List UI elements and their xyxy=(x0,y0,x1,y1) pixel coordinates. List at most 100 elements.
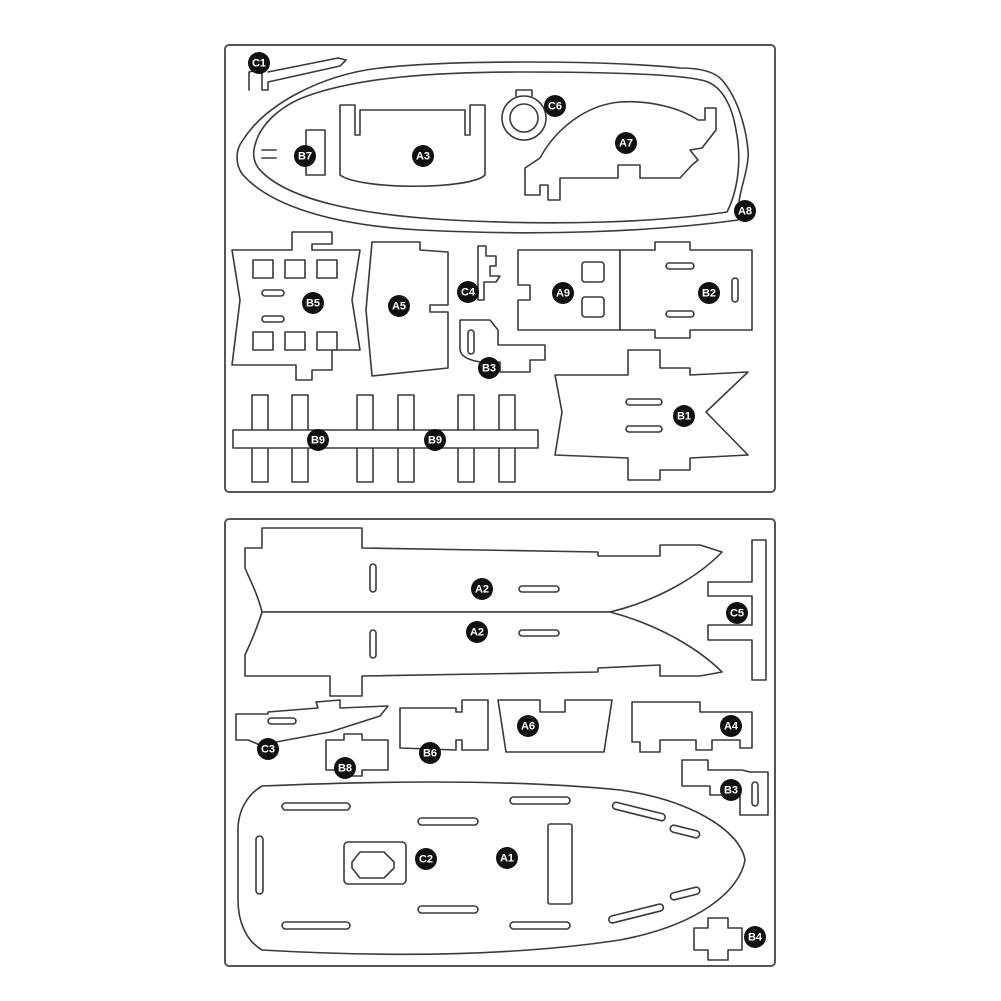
part-c6-inner xyxy=(509,103,539,133)
label-badge: B9 xyxy=(307,429,329,451)
label-badge: A7 xyxy=(615,132,637,154)
label-badge-circle xyxy=(734,200,756,222)
a1-slot xyxy=(255,835,264,895)
label-badge: B8 xyxy=(334,757,356,779)
label-badge-text: C5 xyxy=(730,608,744,620)
b3-slot xyxy=(751,781,759,807)
label-badge-text: B5 xyxy=(306,298,320,310)
part-a3 xyxy=(339,104,486,187)
label-badge-text: B9 xyxy=(428,435,442,447)
label-badge: A1 xyxy=(496,847,518,869)
a1-slot xyxy=(611,801,666,822)
label-badge: A2 xyxy=(466,621,488,643)
a9-window xyxy=(581,261,605,283)
label-badge-circle xyxy=(720,715,742,737)
label-badge: A5 xyxy=(388,295,410,317)
label-badge: A2 xyxy=(471,578,493,600)
part-b3-top xyxy=(459,319,546,373)
part-b9-right xyxy=(332,394,539,483)
label-badge-text: A1 xyxy=(500,853,514,865)
label-badge-text: A7 xyxy=(619,138,633,150)
b2-slot xyxy=(665,262,695,270)
b2-slot xyxy=(665,310,695,318)
label-badge-text: B8 xyxy=(338,763,352,775)
a1-slot xyxy=(669,824,701,839)
label-badge: C2 xyxy=(415,848,437,870)
a1-slot xyxy=(608,903,665,924)
c3-slot xyxy=(267,717,297,725)
b5-window xyxy=(252,331,274,351)
label-badge-circle xyxy=(726,602,748,624)
b5-window xyxy=(284,259,306,279)
label-badge: B6 xyxy=(419,742,441,764)
label-badge: A4 xyxy=(720,715,742,737)
label-badge-circle xyxy=(257,738,279,760)
label-badge-circle xyxy=(673,405,695,427)
label-badge: B4 xyxy=(744,926,766,948)
label-badge-text: B1 xyxy=(677,411,691,423)
a1-slot xyxy=(417,817,479,826)
a9-window xyxy=(581,296,605,318)
label-badge-circle xyxy=(294,145,316,167)
label-badge-circle xyxy=(466,621,488,643)
label-badge-text: C1 xyxy=(252,58,266,70)
label-badge-circle xyxy=(544,95,566,117)
label-badge-text: A6 xyxy=(521,721,535,733)
label-badge: B1 xyxy=(673,405,695,427)
label-badge-circle xyxy=(698,282,720,304)
label-badge-circle xyxy=(307,429,329,451)
label-badge-text: A2 xyxy=(470,627,484,639)
part-a6 xyxy=(497,699,613,753)
label-badge: A9 xyxy=(552,282,574,304)
b5-window xyxy=(284,331,306,351)
label-badge-circle xyxy=(415,848,437,870)
label-badge-text: B3 xyxy=(482,363,496,375)
label-badge-circle xyxy=(388,295,410,317)
label-badge-circle xyxy=(412,145,434,167)
label-badge-text: A8 xyxy=(738,206,752,218)
part-c5 xyxy=(707,539,767,681)
label-badge: B9 xyxy=(424,429,446,451)
part-a8 xyxy=(236,61,749,234)
label-badge: A3 xyxy=(412,145,434,167)
label-badge-text: B3 xyxy=(724,785,738,797)
b5-slot xyxy=(261,315,285,323)
a1-slot xyxy=(669,886,701,901)
sheet-bottom xyxy=(224,518,776,967)
part-c4 xyxy=(477,245,501,301)
b1-slot xyxy=(625,425,663,433)
label-badge: A8 xyxy=(734,200,756,222)
a2-slot xyxy=(369,563,377,593)
label-badge-circle xyxy=(471,578,493,600)
label-badge: C1 xyxy=(248,52,270,74)
a2-slot xyxy=(518,629,560,637)
part-a8-inner xyxy=(252,71,740,224)
label-badge-text: C6 xyxy=(548,101,562,113)
a1-hatch xyxy=(547,823,573,905)
part-c6-tab xyxy=(515,89,533,97)
part-b2 xyxy=(619,241,753,339)
label-badge-text: A3 xyxy=(416,151,430,163)
label-badge: B7 xyxy=(294,145,316,167)
part-a2-upper xyxy=(244,527,723,613)
part-a4 xyxy=(631,701,753,753)
label-badge-circle xyxy=(720,779,742,801)
a1-slot xyxy=(509,921,571,930)
label-badge: B5 xyxy=(302,292,324,314)
part-a8-notches xyxy=(261,149,277,159)
label-badge: C3 xyxy=(257,738,279,760)
part-a2-lower xyxy=(244,611,723,697)
label-badge-text: A2 xyxy=(475,584,489,596)
part-c3 xyxy=(235,699,389,746)
label-badge-circle xyxy=(248,52,270,74)
label-badge-circle xyxy=(744,926,766,948)
label-badge-circle xyxy=(478,357,500,379)
label-badge-text: B2 xyxy=(702,288,716,300)
part-a1 xyxy=(237,781,746,956)
label-badge: C6 xyxy=(544,95,566,117)
label-badge-text: B6 xyxy=(423,748,437,760)
label-badge: C4 xyxy=(457,281,479,303)
label-badge-circle xyxy=(457,281,479,303)
